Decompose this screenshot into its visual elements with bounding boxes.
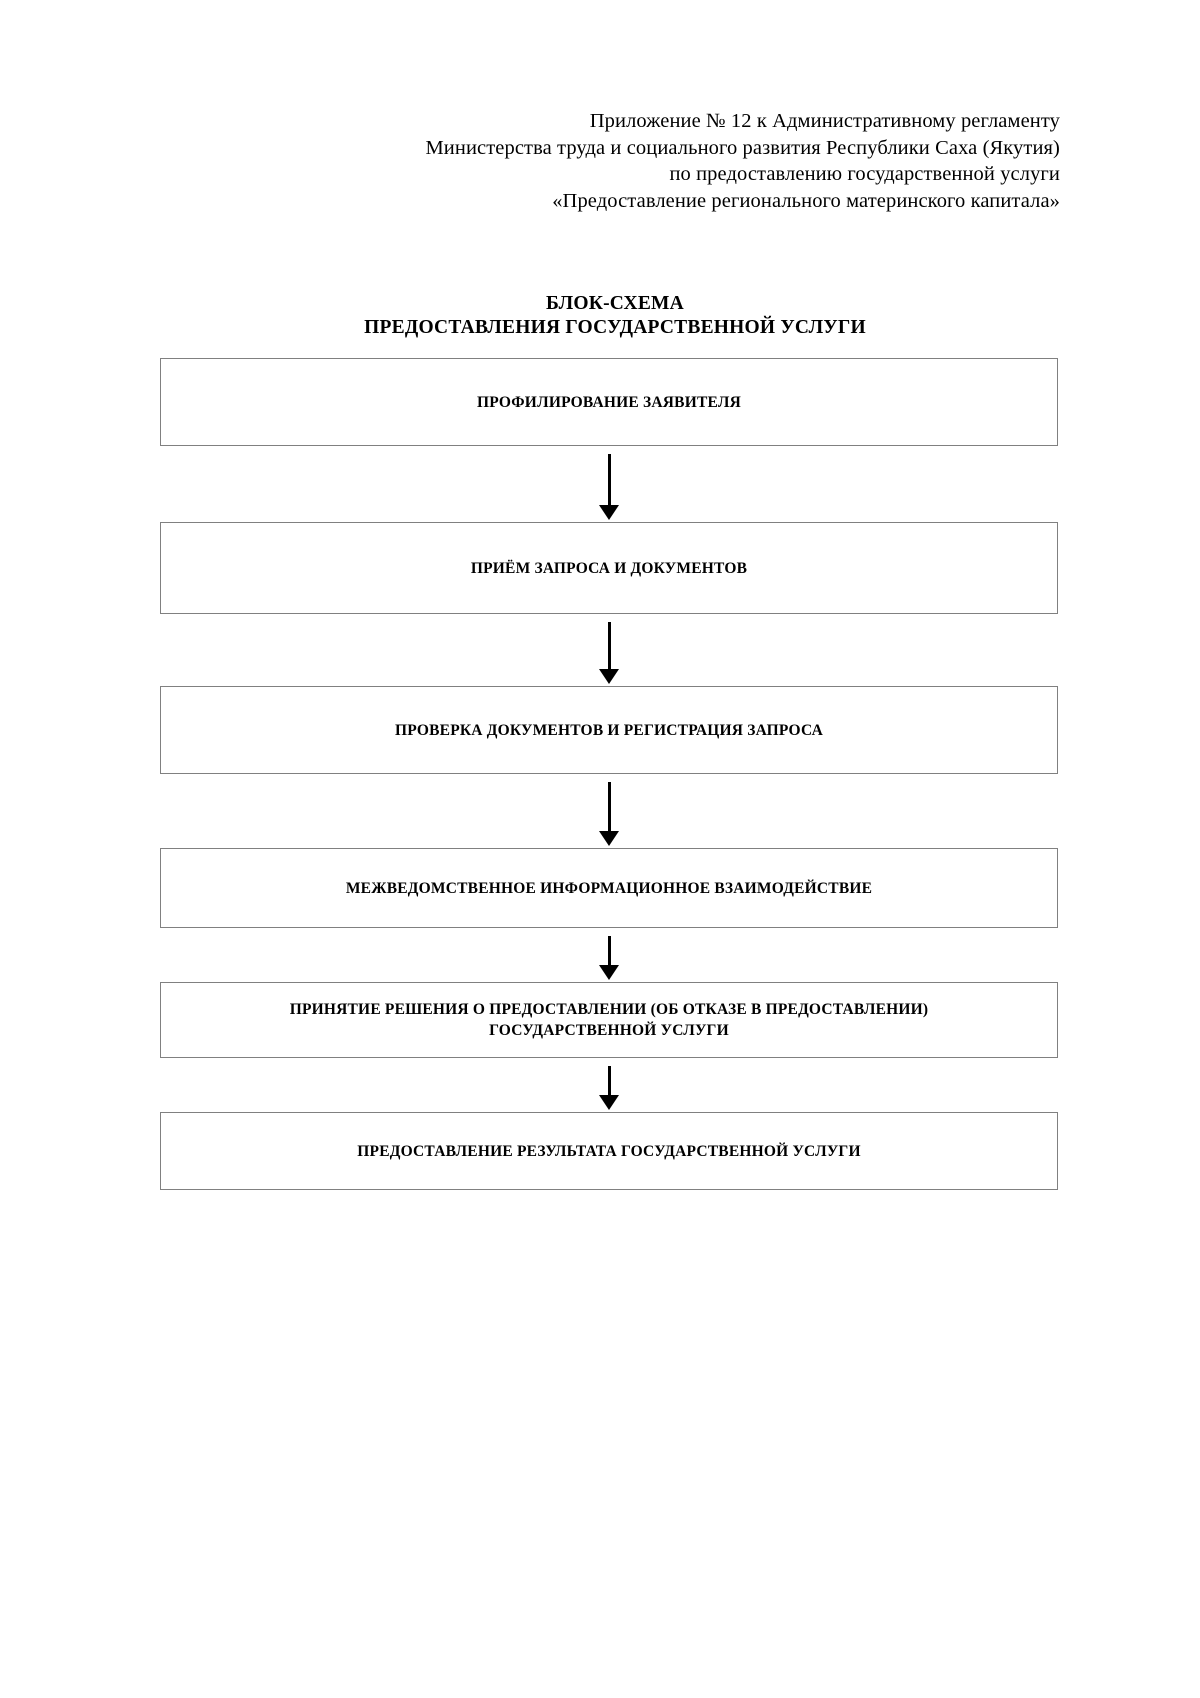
title-line-2: ПРЕДОСТАВЛЕНИЯ ГОСУДАРСТВЕННОЙ УСЛУГИ xyxy=(364,317,866,338)
arrow-head xyxy=(599,1095,619,1110)
down-arrow-icon xyxy=(596,774,622,848)
flow-node-result-delivery: ПРЕДОСТАВЛЕНИЕ РЕЗУЛЬТАТА ГОСУДАРСТВЕННО… xyxy=(160,1112,1058,1190)
arrow-head xyxy=(599,505,619,520)
flow-connector-1 xyxy=(160,446,1058,522)
down-arrow-icon xyxy=(596,928,622,982)
flow-node-label: ПРИЁМ ЗАПРОСА И ДОКУМЕНТОВ xyxy=(470,559,748,577)
page-title: БЛОК-СХЕМА ПРЕДОСТАВЛЕНИЯ ГОСУДАРСТВЕННО… xyxy=(172,292,1058,340)
down-arrow-icon xyxy=(596,446,622,522)
arrow-shaft xyxy=(607,1066,611,1097)
flow-connector-3 xyxy=(160,774,1058,848)
arrow-head xyxy=(599,965,619,980)
arrow-head xyxy=(599,831,619,846)
flow-connector-2 xyxy=(160,614,1058,686)
down-arrow-icon xyxy=(596,614,622,686)
flow-node-profiling: ПРОФИЛИРОВАНИЕ ЗАЯВИТЕЛЯ xyxy=(160,358,1058,446)
header-line-3: по предоставлению государственной услуги xyxy=(669,163,1060,185)
flow-node-request-intake: ПРИЁМ ЗАПРОСА И ДОКУМЕНТОВ xyxy=(160,522,1058,614)
title-line-1: БЛОК-СХЕМА xyxy=(546,293,684,314)
header-line-4: «Предоставление регионального материнско… xyxy=(552,189,1060,212)
flow-connector-4 xyxy=(160,928,1058,982)
flow-node-decision: ПРИНЯТИЕ РЕШЕНИЯ О ПРЕДОСТАВЛЕНИИ (ОБ ОТ… xyxy=(160,982,1058,1058)
flow-node-document-check: ПРОВЕРКА ДОКУМЕНТОВ И РЕГИСТРАЦИЯ ЗАПРОС… xyxy=(160,686,1058,774)
arrow-shaft xyxy=(607,782,611,833)
flow-node-label: МЕЖВЕДОМСТВЕННОЕ ИНФОРМАЦИОННОЕ ВЗАИМОДЕ… xyxy=(345,879,873,897)
document-header: Приложение № 12 к Административному регл… xyxy=(300,108,1060,214)
header-line-1: Приложение № 12 к Административному регл… xyxy=(589,110,1060,132)
arrow-shaft xyxy=(607,936,611,967)
flow-connector-5 xyxy=(160,1058,1058,1112)
flowchart: ПРОФИЛИРОВАНИЕ ЗАЯВИТЕЛЯ ПРИЁМ ЗАПРОСА И… xyxy=(160,358,1060,1190)
down-arrow-icon xyxy=(596,1058,622,1112)
flow-node-label: ПРОВЕРКА ДОКУМЕНТОВ И РЕГИСТРАЦИЯ ЗАПРОС… xyxy=(395,721,823,739)
flow-node-interagency-exchange: МЕЖВЕДОМСТВЕННОЕ ИНФОРМАЦИОННОЕ ВЗАИМОДЕ… xyxy=(160,848,1058,928)
arrow-head xyxy=(599,669,619,684)
flow-node-label: ПРИНЯТИЕ РЕШЕНИЯ О ПРЕДОСТАВЛЕНИИ (ОБ ОТ… xyxy=(289,1001,929,1039)
flow-node-label: ПРОФИЛИРОВАНИЕ ЗАЯВИТЕЛЯ xyxy=(477,393,741,411)
arrow-shaft xyxy=(607,454,611,507)
flow-node-label: ПРЕДОСТАВЛЕНИЕ РЕЗУЛЬТАТА ГОСУДАРСТВЕННО… xyxy=(357,1142,861,1160)
header-line-2: Министерства труда и социального развити… xyxy=(425,136,1060,159)
arrow-shaft xyxy=(607,622,611,671)
